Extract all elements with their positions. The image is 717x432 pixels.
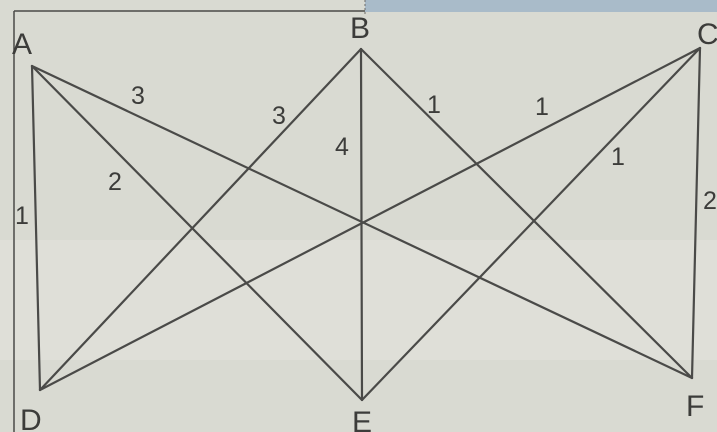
edge-c-f <box>690 46 702 380</box>
vertex-label-f: F <box>686 390 704 423</box>
edge-weight-b-e: 4 <box>335 133 349 161</box>
edge-weight-b-d: 3 <box>272 102 286 130</box>
edges-layer <box>30 46 702 402</box>
weights-layer: 1 2 3 3 4 1 1 1 2 <box>15 82 717 230</box>
edge-weight-b-f: 1 <box>427 91 441 119</box>
edge-b-f <box>359 47 694 380</box>
vertex-label-e: E <box>352 406 372 432</box>
edge-a-d <box>30 64 42 392</box>
edge-weight-c-d: 1 <box>535 93 549 121</box>
vertex-label-a: A <box>12 28 32 61</box>
edge-weight-c-e: 1 <box>611 143 625 171</box>
edge-weight-c-f: 2 <box>703 187 717 215</box>
vertex-label-b: B <box>350 12 370 45</box>
vertex-labels: A B C D E F <box>12 12 717 432</box>
top-blue-strip <box>365 0 717 12</box>
edge-weight-a-d: 1 <box>15 202 29 230</box>
edge-a-e <box>30 64 364 402</box>
edge-weight-a-f: 3 <box>131 82 145 110</box>
vertex-label-c: C <box>697 18 717 51</box>
edge-b-d <box>38 47 363 392</box>
paper-light-band <box>0 240 717 360</box>
edge-weight-a-e: 2 <box>108 168 122 196</box>
edge-c-d <box>38 46 702 392</box>
vertex-label-d: D <box>20 404 42 432</box>
edge-c-e <box>360 46 702 402</box>
